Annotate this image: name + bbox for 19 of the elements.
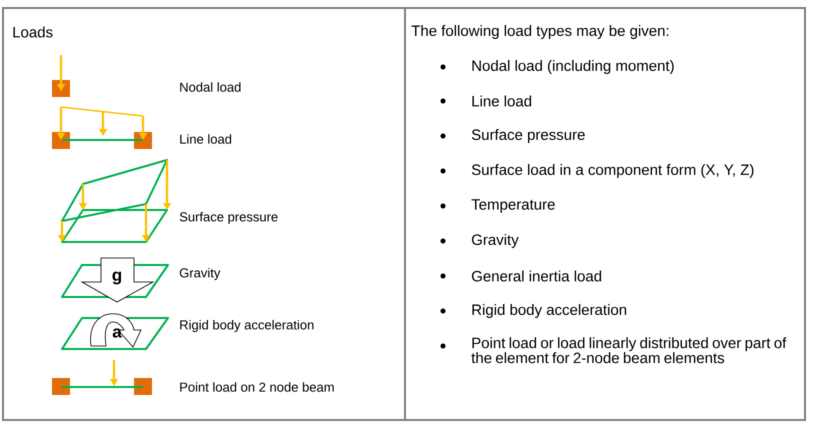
load-caption: Rigid body acceleration bbox=[180, 320, 314, 332]
list-item: Nodal load (including moment) bbox=[472, 60, 674, 74]
load-caption: Line load bbox=[180, 134, 232, 144]
symbol-letter: g bbox=[112, 272, 122, 284]
list-item: Line load bbox=[472, 96, 532, 106]
list-item: Temperature bbox=[472, 199, 555, 213]
list-item: Gravity bbox=[472, 234, 519, 248]
load-caption: Nodal load bbox=[180, 82, 240, 92]
load-caption: Surface pressure bbox=[180, 212, 278, 224]
list-item: Surface pressure bbox=[472, 129, 585, 143]
list-item: General inertia load bbox=[472, 270, 602, 282]
list-item: Rigid body acceleration bbox=[472, 304, 626, 318]
list-item: Surface load in a component form (X, Y, Z) bbox=[472, 164, 754, 178]
panel-heading: Loads bbox=[13, 26, 52, 38]
load-caption: Gravity bbox=[180, 268, 220, 280]
list-heading: The following load types may be given: bbox=[412, 25, 668, 39]
load-caption: Point load on 2 node beam bbox=[180, 382, 334, 392]
list-item: Point load or load linearly distributed over part of the element for 2-node beam elements bbox=[471, 337, 786, 364]
symbol-letter: a bbox=[112, 328, 122, 338]
